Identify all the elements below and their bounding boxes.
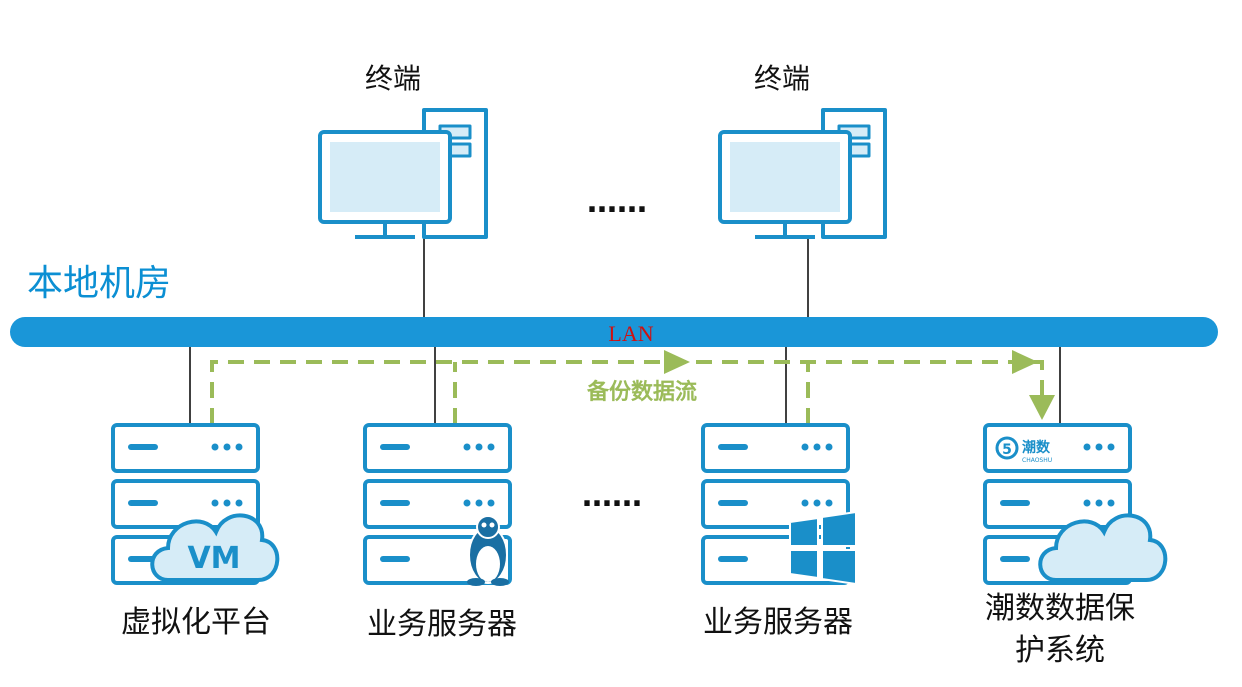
chaoshu-logo-text: 潮数	[1022, 439, 1051, 456]
linux-penguin-icon	[467, 515, 509, 586]
ellipsis-bottom: ……	[582, 479, 642, 514]
flow-arrow-right-icon	[664, 350, 690, 374]
lan-bus	[10, 317, 1218, 347]
cloud-vm-icon: VM	[150, 513, 280, 582]
flow-arrow-down-icon	[1029, 395, 1055, 420]
svg-text:5: 5	[1002, 442, 1012, 458]
server-label: 业务服务器	[703, 605, 853, 640]
chaoshu-logo-sub: CHAOSHU	[1022, 457, 1052, 464]
backup-flow-path	[210, 360, 1044, 424]
windows-logo-icon	[789, 510, 857, 586]
room-label: 本地机房	[27, 263, 171, 304]
cloud-icon	[1038, 513, 1168, 582]
flow-label: 备份数据流	[586, 379, 697, 405]
connector-lines	[189, 236, 1061, 424]
flow-arrow-right-icon	[1012, 350, 1038, 374]
terminal-label: 终端	[754, 62, 810, 95]
server-label-line1: 潮数数据保	[985, 591, 1135, 626]
server-label: 业务服务器	[367, 607, 517, 642]
terminal-computer-icon	[718, 108, 887, 239]
ellipsis-top: ……	[587, 185, 647, 220]
server-label-line2: 护系统	[1015, 633, 1105, 668]
lan-label: LAN	[608, 321, 653, 346]
vm-badge: VM	[187, 541, 240, 576]
terminal-label: 终端	[365, 62, 421, 95]
chaoshu-logo-icon: 5 潮数 CHAOSHU	[995, 436, 1052, 464]
server-label: 虚拟化平台	[121, 605, 271, 640]
terminal-computer-icon	[318, 108, 488, 239]
